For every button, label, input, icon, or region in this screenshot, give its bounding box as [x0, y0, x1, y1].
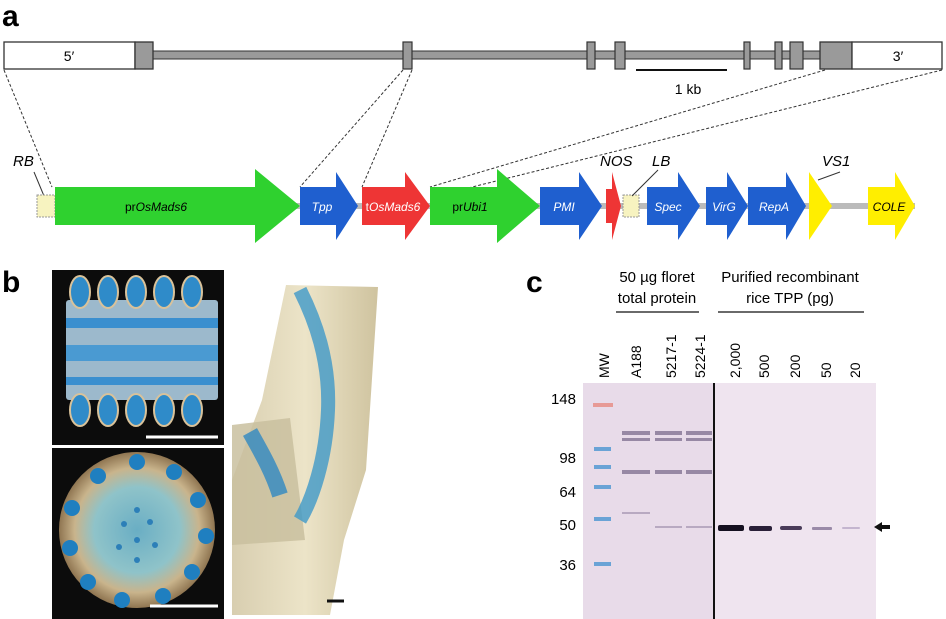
- mw-markers: 148 98 64 50 36: [551, 391, 576, 574]
- element-spec: [647, 172, 700, 240]
- panel-b-label: b: [2, 266, 20, 299]
- construct-map: RB prOsMads6 Tpp tOsMads6 prUbi1 PMI NOS…: [13, 153, 915, 243]
- lane-label-500: 500: [756, 354, 772, 378]
- element-repa: [748, 172, 806, 240]
- mapping-lines: [3, 69, 943, 198]
- exon-6: [774, 41, 783, 70]
- element-pmi: [540, 172, 602, 240]
- gus-stain-photo-bottom: [52, 448, 224, 619]
- lane-label-a188: A188: [628, 345, 644, 378]
- exon-5: [743, 41, 751, 70]
- rb-border: [36, 194, 56, 218]
- gus-stain-photo-top: [52, 270, 224, 445]
- element-repa-label: RepA: [759, 200, 789, 214]
- exon-4: [614, 41, 626, 70]
- western-blot: [583, 383, 890, 619]
- nos-label: NOS: [600, 153, 633, 170]
- element-prosmads6-label: prOsMads6: [125, 200, 187, 214]
- header-right-line2: rice TPP (pg): [746, 290, 834, 307]
- intron-line: [151, 50, 821, 60]
- element-tosmads6-label: tOsMads6: [366, 200, 421, 214]
- vs1-leader: [817, 171, 841, 181]
- gus-stain-photo-stem: [232, 285, 378, 615]
- lb-label: LB: [652, 153, 670, 170]
- mw-36: 36: [559, 557, 576, 574]
- lane-label-mw: MW: [596, 352, 612, 378]
- exon-3: [586, 41, 596, 70]
- exon-2: [402, 41, 413, 70]
- lb-border: [622, 194, 640, 218]
- mw-64: 64: [559, 484, 576, 501]
- element-prubi1-label: prUbi1: [452, 200, 487, 214]
- element-cole-label: COLE: [873, 200, 907, 214]
- element-virg: [706, 172, 748, 240]
- lane-labels: MW A188 5217-1 5224-1 2,000 500 200 50 2…: [596, 334, 863, 378]
- exon-8: [819, 41, 853, 70]
- gene-map: 5′ 3′ 1 kb: [3, 41, 943, 97]
- five-prime-utr: [3, 41, 136, 70]
- rb-label: RB: [13, 153, 34, 170]
- exon-7: [789, 41, 804, 70]
- header-left-line2: total protein: [618, 290, 696, 307]
- lane-label-50: 50: [818, 362, 834, 378]
- element-prubi1: [430, 169, 540, 243]
- five-prime-label: 5′: [64, 48, 75, 64]
- element-tpp: [300, 172, 358, 240]
- mw-148: 148: [551, 391, 576, 408]
- header-left-line1: 50 µg floret: [619, 269, 695, 286]
- element-pmi-label: PMI: [553, 200, 575, 214]
- element-tpp-label: Tpp: [312, 200, 333, 214]
- lane-label-5224-1: 5224-1: [692, 334, 708, 378]
- element-nos: [606, 172, 621, 240]
- panel-c-label: c: [526, 266, 543, 299]
- header-right-line1: Purified recombinant: [721, 269, 859, 286]
- lane-label-200: 200: [787, 354, 803, 378]
- element-spec-label: Spec: [654, 200, 681, 214]
- scale-bar-label: 1 kb: [675, 81, 702, 97]
- lb-leader: [631, 169, 659, 197]
- lane-label-5217-1: 5217-1: [663, 334, 679, 378]
- three-prime-label: 3′: [893, 48, 904, 64]
- lane-label-20: 20: [847, 362, 863, 378]
- three-prime-utr: [851, 41, 943, 70]
- vs1-label: VS1: [822, 153, 850, 170]
- element-tosmads6: [362, 172, 430, 240]
- element-virg-label: VirG: [712, 200, 736, 214]
- element-cole: [868, 172, 915, 240]
- element-prosmads6: [55, 169, 300, 243]
- mw-98: 98: [559, 450, 576, 467]
- exon-1: [134, 41, 154, 70]
- panel-a-label: a: [2, 0, 19, 33]
- lane-label-2000: 2,000: [727, 343, 743, 378]
- element-vs1: [809, 172, 832, 240]
- rb-leader: [33, 171, 45, 197]
- mw-50: 50: [559, 517, 576, 534]
